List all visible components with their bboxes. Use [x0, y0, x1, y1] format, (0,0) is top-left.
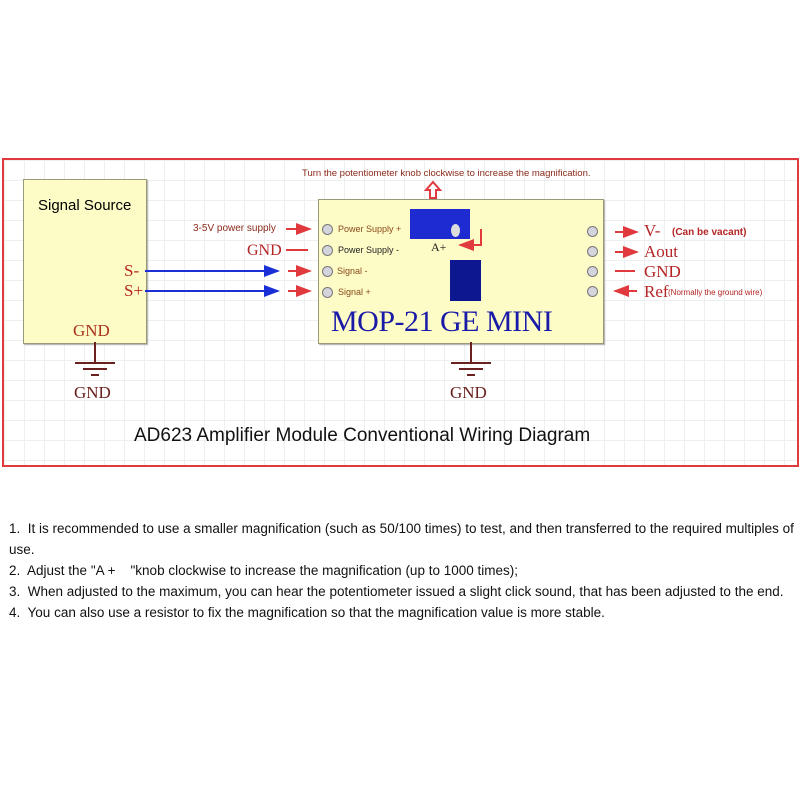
- power-supply-input-label: 3-5V power supply: [193, 223, 276, 234]
- pin-power-plus: [322, 224, 333, 235]
- pin-ref: [587, 286, 598, 297]
- ref-label: Ref: [644, 282, 669, 301]
- note-number: 4.: [9, 605, 21, 620]
- top-note: Turn the potentiometer knob clockwise to…: [302, 168, 591, 179]
- note-item: 4. You can also use a resistor to fix th…: [9, 602, 794, 623]
- v-minus-label: V-: [644, 221, 661, 240]
- ground-icon: [75, 342, 115, 376]
- pot-arrow-icon: [458, 229, 482, 251]
- pin-label: Power Supply +: [338, 224, 402, 234]
- aout-label: Aout: [644, 242, 678, 261]
- instructions-list: 1. It is recommended to use a smaller ma…: [9, 518, 794, 623]
- module-name: MOP-21 GE MINI: [331, 305, 553, 338]
- pin-v-minus: [587, 226, 598, 237]
- s-plus-label: S+: [124, 281, 144, 300]
- up-arrow-icon: [423, 180, 443, 199]
- ground-icon: [451, 342, 491, 376]
- note-item: 2. Adjust the "A + "knob clockwise to in…: [9, 560, 794, 581]
- potentiometer-knob-icon: [451, 224, 460, 237]
- note-item: 1. It is recommended to use a smaller ma…: [9, 518, 794, 560]
- note-text: Adjust the "A + "knob clockwise to incre…: [27, 563, 518, 578]
- note-number: 3.: [9, 584, 21, 599]
- signal-wires: [145, 265, 280, 297]
- pin-label: Signal +: [338, 287, 371, 297]
- pin-signal-minus: [322, 266, 333, 277]
- v-minus-note: (Can be vacant): [672, 227, 747, 238]
- gnd-output-label: GND: [644, 262, 681, 281]
- module-ground-label: GND: [450, 383, 487, 402]
- s-minus-label: S-: [124, 261, 140, 280]
- pin-label: Signal -: [337, 266, 368, 276]
- pin-label: Power Supply -: [338, 245, 400, 255]
- chip: [450, 260, 481, 301]
- signal-source-box: [23, 179, 147, 344]
- signal-source-title: Signal Source: [38, 197, 132, 214]
- pin-aout: [587, 246, 598, 257]
- note-item: 3. When adjusted to the maximum, you can…: [9, 581, 794, 602]
- diagram-caption: AD623 Amplifier Module Conventional Wiri…: [134, 425, 591, 446]
- note-text: When adjusted to the maximum, you can he…: [27, 584, 784, 599]
- source-gnd-label: GND: [73, 321, 110, 340]
- pot-label: A+: [431, 240, 447, 254]
- gnd-input-label: GND: [247, 242, 282, 259]
- pin-power-minus: [322, 245, 333, 256]
- note-number: 1.: [9, 521, 21, 536]
- ref-note: (Normally the ground wire): [668, 288, 763, 297]
- pin-gnd: [587, 266, 598, 277]
- pin-signal-plus: [322, 287, 333, 298]
- potentiometer: [410, 209, 470, 239]
- note-text: It is recommended to use a smaller magni…: [9, 521, 794, 557]
- note-number: 2.: [9, 563, 21, 578]
- source-ground-label: GND: [74, 383, 111, 402]
- note-text: You can also use a resistor to fix the m…: [27, 605, 605, 620]
